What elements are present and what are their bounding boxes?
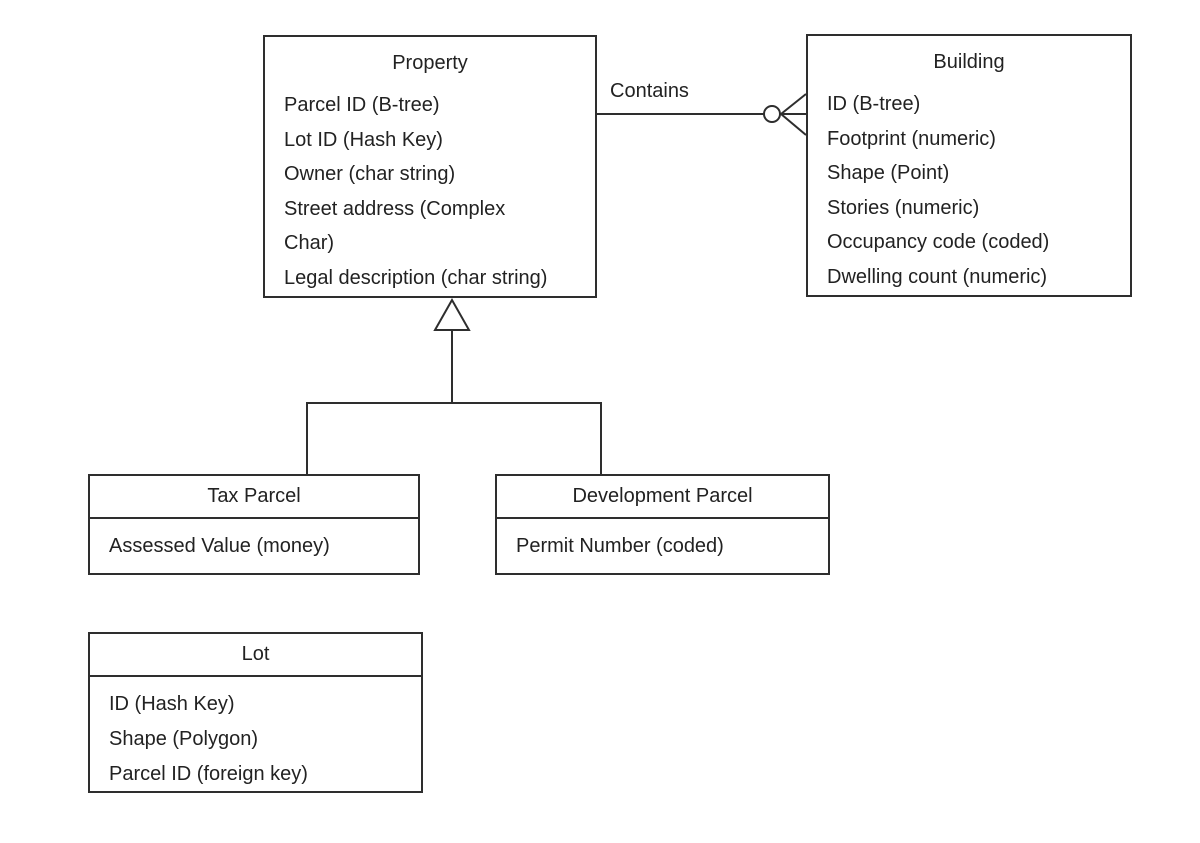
optional-circle-icon [763,105,781,123]
attribute-line: Street address (Complex [284,197,506,220]
inheritance-branch-line [306,402,602,474]
relationship-label-contains: Contains [610,80,689,102]
entity-development-parcel: Development Parcel Permit Number (coded) [495,474,830,575]
attribute-line: Legal description (char string) [284,266,548,289]
entity-tax-parcel-attributes: Assessed Value (money) [90,519,418,564]
entity-building-title: Building [933,51,1005,73]
attribute-line: Shape (Polygon) [109,728,258,750]
entity-development-parcel-attributes: Permit Number (coded) [497,519,828,564]
entity-lot: Lot ID (Hash Key) Shape (Polygon) Parcel… [88,632,423,793]
crow-foot-icon [780,93,807,136]
entity-property: Property Parcel ID (B-tree) Lot ID (Hash… [263,35,597,298]
attribute-line: ID (B-tree) [827,93,921,115]
inheritance-triangle-icon [433,297,471,331]
attribute-line: Shape (Point) [827,162,950,184]
attribute-line: Parcel ID (B-tree) [284,94,440,116]
entity-tax-parcel-title: Tax Parcel [90,476,418,519]
entity-development-parcel-title: Development Parcel [497,476,828,519]
entity-property-attributes: Parcel ID (B-tree) Lot ID (Hash Key) Own… [265,88,595,295]
attribute-line: Stories (numeric) [827,196,980,219]
attribute-line: Parcel ID (foreign key) [109,763,308,785]
entity-building: Building ID (B-tree) Footprint (numeric)… [806,34,1132,297]
entity-lot-attributes: ID (Hash Key) Shape (Polygon) Parcel ID … [90,677,421,792]
attribute-line: Owner (char string) [284,163,456,185]
attribute-line: Permit Number (coded) [516,535,724,557]
attribute-line: Footprint (numeric) [827,127,996,150]
attribute-line: Occupancy code (coded) [827,231,1050,253]
attribute-line: ID (Hash Key) [109,693,235,715]
attribute-line: Assessed Value (money) [109,535,330,557]
entity-building-attributes: ID (B-tree) Footprint (numeric) Shape (P… [808,87,1130,294]
entity-tax-parcel: Tax Parcel Assessed Value (money) [88,474,420,575]
entity-lot-title: Lot [90,634,421,677]
attribute-line: Char) [284,232,335,254]
entity-property-title: Property [392,52,468,74]
attribute-line: Lot ID (Hash Key) [284,128,443,151]
attribute-line: Dwelling count (numeric) [827,265,1048,288]
